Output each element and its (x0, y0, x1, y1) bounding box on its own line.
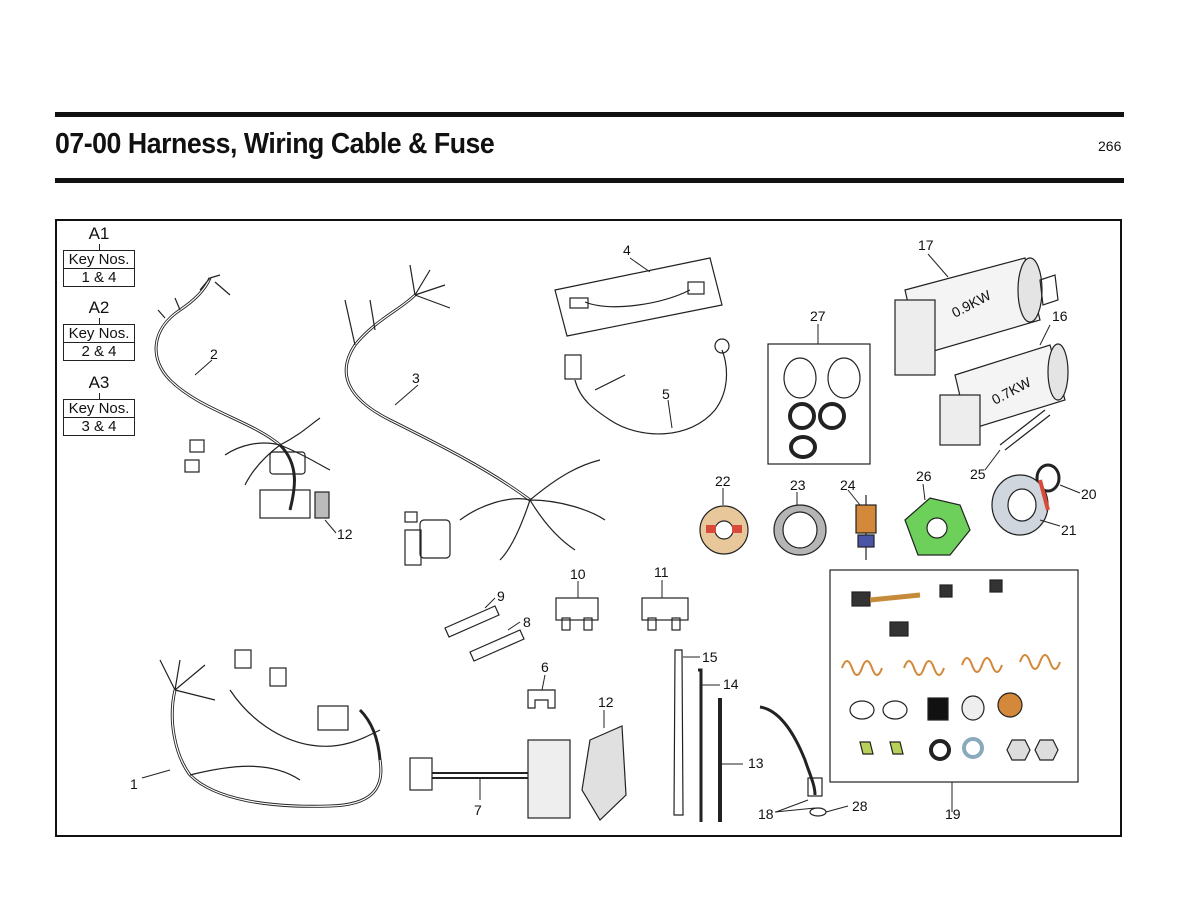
callout-26: 26 (916, 468, 932, 484)
legend-code: A2 (88, 298, 110, 317)
callout-12-harness: 12 (337, 526, 353, 542)
part-20-washer (1035, 463, 1061, 493)
callout-15: 15 (702, 649, 718, 665)
legend-box: Key Nos. 1 & 4 (63, 250, 135, 287)
legend-a3: A3 Key Nos. 3 & 4 (63, 373, 135, 436)
part-26-brush-plate (904, 497, 971, 556)
legend-box: Key Nos. 3 & 4 (63, 399, 135, 436)
part-8-glass-fuse (469, 629, 525, 662)
part-27-seal-kit (767, 343, 871, 465)
callout-27: 27 (810, 308, 826, 324)
part-19-brush-kit (829, 569, 1079, 783)
callout-9: 9 (497, 588, 505, 604)
part-21-end-cover (991, 474, 1050, 536)
part-11-blade-fuse (641, 597, 689, 631)
leader-lines (141, 253, 1081, 813)
callout-3: 3 (412, 370, 420, 386)
callout-13: 13 (748, 755, 764, 771)
harness-1-illustration (159, 649, 383, 808)
callout-20: 20 (1081, 486, 1097, 502)
part-5-cable (564, 338, 730, 435)
legend-tick (98, 393, 100, 399)
part-10-blade-fuse (555, 597, 599, 631)
callout-8: 8 (523, 614, 531, 630)
callout-4: 4 (623, 242, 631, 258)
legend-key-label: Key Nos. (64, 251, 134, 269)
part-17-starter-motor (894, 257, 1059, 376)
callout-22: 22 (715, 473, 731, 489)
legend-code: A3 (88, 373, 110, 392)
part-6-connector (527, 689, 556, 709)
header-bottom-rule (55, 178, 1124, 183)
part-18-cable-grommet (759, 705, 823, 797)
callout-17: 17 (918, 237, 934, 253)
part-22-coupling (699, 505, 749, 555)
callout-19: 19 (945, 806, 961, 822)
callout-5: 5 (662, 386, 670, 402)
part-4-cable (554, 257, 723, 337)
part-14-cable-tie (698, 668, 703, 822)
callout-2: 2 (210, 346, 218, 362)
diagram-frame (55, 219, 1122, 837)
page-title: 07-00 Harness, Wiring Cable & Fuse (55, 128, 495, 160)
legend-key-label: Key Nos. (64, 400, 134, 418)
callout-23: 23 (790, 477, 806, 493)
part-28-washer (809, 807, 827, 817)
legend-a2: A2 Key Nos. 2 & 4 (63, 298, 135, 361)
callout-6: 6 (541, 659, 549, 675)
callout-1: 1 (130, 776, 138, 792)
callout-7: 7 (474, 802, 482, 818)
part-9-glass-fuse (444, 605, 500, 638)
callout-25: 25 (970, 466, 986, 482)
harness-2-illustration (154, 274, 331, 519)
legend-keys: 1 & 4 (81, 269, 117, 286)
harness-3-illustration (344, 264, 606, 566)
header-top-rule (55, 112, 1124, 117)
part-24-armature (855, 495, 877, 560)
part-23-sleeve (773, 504, 827, 556)
legend-keys: 3 & 4 (81, 418, 117, 435)
legend-code: A1 (88, 224, 110, 243)
legend-key-label: Key Nos. (64, 325, 134, 343)
callout-14: 14 (723, 676, 739, 692)
callout-12-cover: 12 (598, 694, 614, 710)
legend-keys: 2 & 4 (81, 343, 117, 360)
callout-11: 11 (654, 564, 669, 580)
part-12-cover (581, 725, 627, 821)
part-16-starter-motor (939, 343, 1069, 451)
callout-10: 10 (570, 566, 586, 582)
callout-21: 21 (1061, 522, 1077, 538)
legend-tick (98, 244, 100, 250)
part-13-cable-tie (718, 698, 722, 822)
callout-16: 16 (1052, 308, 1068, 324)
part-15-cable-tie (673, 649, 684, 816)
legend-box: Key Nos. 2 & 4 (63, 324, 135, 361)
callout-28: 28 (852, 798, 868, 814)
callout-18: 18 (758, 806, 774, 822)
part-7-cable-assembly (409, 739, 571, 819)
page-number: 266 (1098, 138, 1122, 154)
legend-a1: A1 Key Nos. 1 & 4 (63, 224, 135, 287)
legend-tick (98, 318, 100, 324)
callout-24: 24 (840, 477, 856, 493)
